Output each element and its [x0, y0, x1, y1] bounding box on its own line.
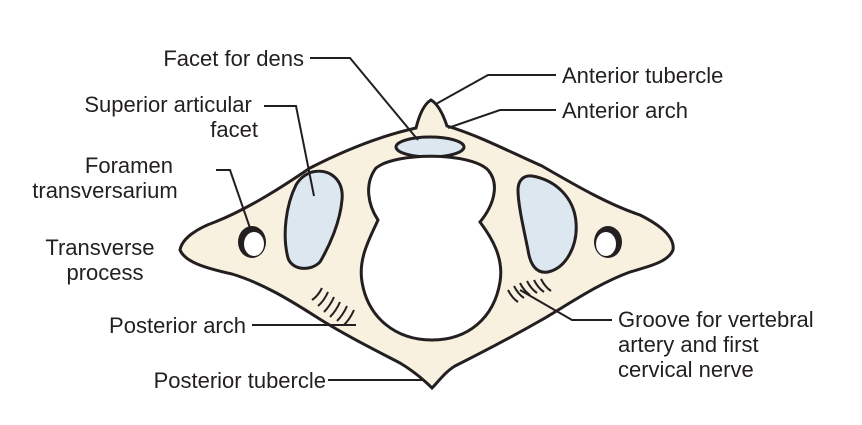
label-anterior-arch: Anterior arch: [562, 98, 688, 123]
left-foramen-transversarium: [238, 226, 266, 258]
leader-superior-articular-facet: [264, 105, 315, 197]
label-posterior-arch: Posterior arch: [109, 313, 246, 338]
label-groove: Groove for vertebral artery and first ce…: [618, 307, 820, 382]
leader-anterior-tubercle: [435, 74, 556, 105]
right-foramen-transversarium: [594, 226, 622, 258]
label-facet-for-dens: Facet for dens: [163, 46, 304, 71]
leader-anterior-arch: [447, 109, 556, 129]
label-posterior-tubercle: Posterior tubercle: [154, 368, 326, 393]
leader-groove: [519, 289, 612, 321]
vertebral-foramen: [359, 154, 503, 342]
label-anterior-tubercle: Anterior tubercle: [562, 63, 723, 88]
right-groove-hatching: [507, 278, 552, 303]
label-superior-articular-facet: Superior articular facet: [84, 92, 258, 142]
leader-facet-for-dens: [310, 57, 419, 141]
leader-foramen-transversarium: [216, 169, 251, 229]
label-foramen-transversarium: Foramen transversarium: [32, 153, 179, 203]
right-superior-articular-facet: [516, 174, 578, 274]
facet-for-dens: [394, 135, 466, 159]
left-groove-hatching: [311, 287, 355, 326]
left-superior-articular-facet: [283, 169, 344, 270]
label-transverse-process: Transverse process: [45, 235, 160, 285]
